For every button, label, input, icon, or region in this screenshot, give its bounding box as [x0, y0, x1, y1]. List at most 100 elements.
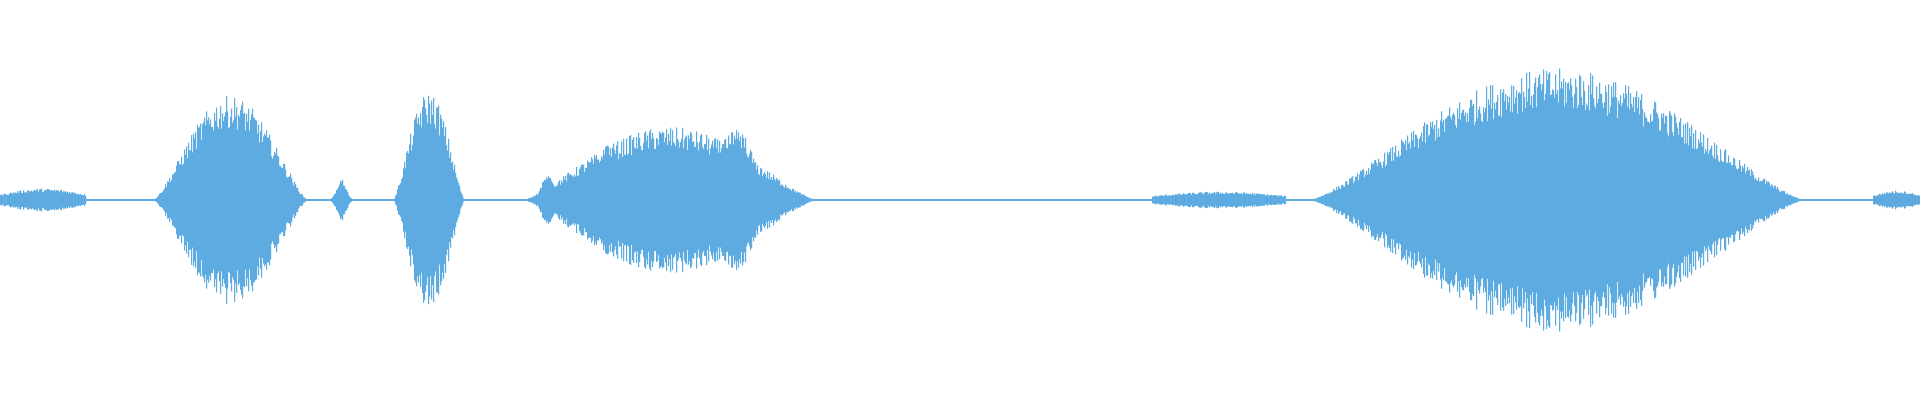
waveform-sample: [1773, 188, 1775, 212]
waveform-sample: [871, 199, 873, 201]
waveform-sample: [401, 179, 403, 221]
waveform-sample: [1297, 199, 1299, 201]
waveform-sample: [1631, 103, 1633, 297]
waveform-sample: [133, 199, 135, 201]
waveform-sample: [244, 112, 246, 288]
waveform-sample: [1086, 199, 1088, 201]
waveform-sample: [1302, 199, 1304, 201]
waveform-sample: [1507, 96, 1509, 304]
waveform-sample: [1166, 194, 1168, 206]
waveform-sample: [1701, 142, 1703, 258]
waveform-sample: [342, 179, 344, 221]
waveform-sample: [1750, 176, 1752, 224]
waveform-sample: [1415, 134, 1417, 266]
waveform-sample: [1264, 194, 1266, 206]
waveform-sample: [604, 154, 606, 246]
waveform-sample: [1866, 199, 1868, 201]
waveform-sample: [569, 174, 571, 226]
waveform-sample: [1460, 119, 1462, 281]
waveform-sample: [252, 108, 254, 292]
waveform-sample: [1907, 193, 1909, 207]
waveform-sample: [1400, 155, 1402, 245]
waveform-sample: [599, 162, 601, 238]
waveform-sample: [1073, 199, 1075, 201]
waveform-sample: [1771, 184, 1773, 216]
waveform-sample: [556, 186, 558, 214]
waveform-sample: [694, 146, 696, 254]
waveform-sample: [164, 188, 166, 212]
waveform-sample: [302, 194, 304, 206]
waveform-sample: [31, 190, 33, 210]
waveform-sample: [1827, 199, 1829, 201]
waveform-sample: [537, 194, 539, 206]
waveform-sample: [1054, 199, 1056, 201]
waveform-sample: [1152, 196, 1154, 204]
waveform-sample: [673, 142, 675, 258]
waveform-sample: [641, 149, 643, 251]
waveform-sample: [346, 189, 348, 211]
waveform-sample: [1800, 198, 1802, 202]
waveform-sample: [1831, 199, 1833, 201]
waveform-sample: [668, 133, 670, 267]
waveform-sample: [1857, 199, 1859, 201]
waveform-sample: [291, 177, 293, 223]
waveform-sample: [1184, 194, 1186, 206]
waveform-sample: [84, 194, 86, 206]
waveform-sample: [817, 199, 819, 201]
waveform-sample: [1314, 198, 1316, 202]
waveform-sample: [1739, 160, 1741, 240]
waveform-sample: [595, 157, 597, 243]
waveform-sample: [916, 199, 918, 201]
waveform-sample: [1861, 199, 1863, 201]
waveform-sample: [292, 182, 294, 218]
waveform-sample: [1330, 193, 1332, 207]
waveform-sample: [1282, 196, 1284, 204]
waveform-sample: [1809, 199, 1811, 201]
waveform-sample: [1269, 195, 1271, 205]
waveform-sample: [1536, 107, 1538, 293]
waveform-sample: [713, 147, 715, 253]
waveform-sample: [1300, 199, 1302, 201]
waveform-sample: [1217, 191, 1219, 209]
waveform-sample: [269, 134, 271, 266]
waveform-sample: [896, 199, 898, 201]
waveform-sample: [867, 199, 869, 201]
waveform-sample: [1624, 98, 1626, 302]
waveform-sample: [1319, 196, 1321, 204]
waveform-sample: [1683, 124, 1685, 276]
waveform-sample: [307, 199, 309, 201]
waveform-sample: [445, 126, 447, 274]
waveform-sample: [1074, 199, 1076, 201]
waveform-sample: [340, 180, 342, 220]
waveform-sample: [658, 144, 660, 256]
waveform-sample: [1038, 199, 1040, 201]
waveform-sample: [845, 199, 847, 201]
waveform-sample: [217, 126, 219, 274]
waveform-sample: [310, 199, 312, 201]
waveform-sample: [1146, 199, 1148, 201]
waveform-sample: [676, 127, 678, 273]
waveform-sample: [710, 148, 712, 252]
waveform-sample: [1003, 199, 1005, 201]
waveform-sample: [1527, 101, 1529, 299]
waveform-sample: [14, 193, 16, 207]
waveform-sample: [1389, 151, 1391, 249]
waveform-sample: [1247, 193, 1249, 207]
waveform-sample: [1756, 180, 1758, 220]
waveform-sample: [959, 199, 961, 201]
waveform-sample: [16, 193, 18, 207]
waveform-sample: [349, 196, 351, 204]
waveform-sample: [634, 147, 636, 253]
waveform-sample: [1098, 199, 1100, 201]
waveform-sample: [783, 186, 785, 214]
waveform-sample: [725, 138, 727, 262]
waveform-sample: [1010, 199, 1012, 201]
waveform-sample: [1331, 192, 1333, 208]
waveform-sample: [62, 192, 64, 208]
waveform-sample: [1212, 193, 1214, 207]
waveform-sample: [1851, 199, 1853, 201]
waveform-sample: [1763, 178, 1765, 222]
waveform-sample: [1117, 199, 1119, 201]
waveform-sample: [870, 199, 872, 201]
waveform-sample: [2, 195, 4, 205]
